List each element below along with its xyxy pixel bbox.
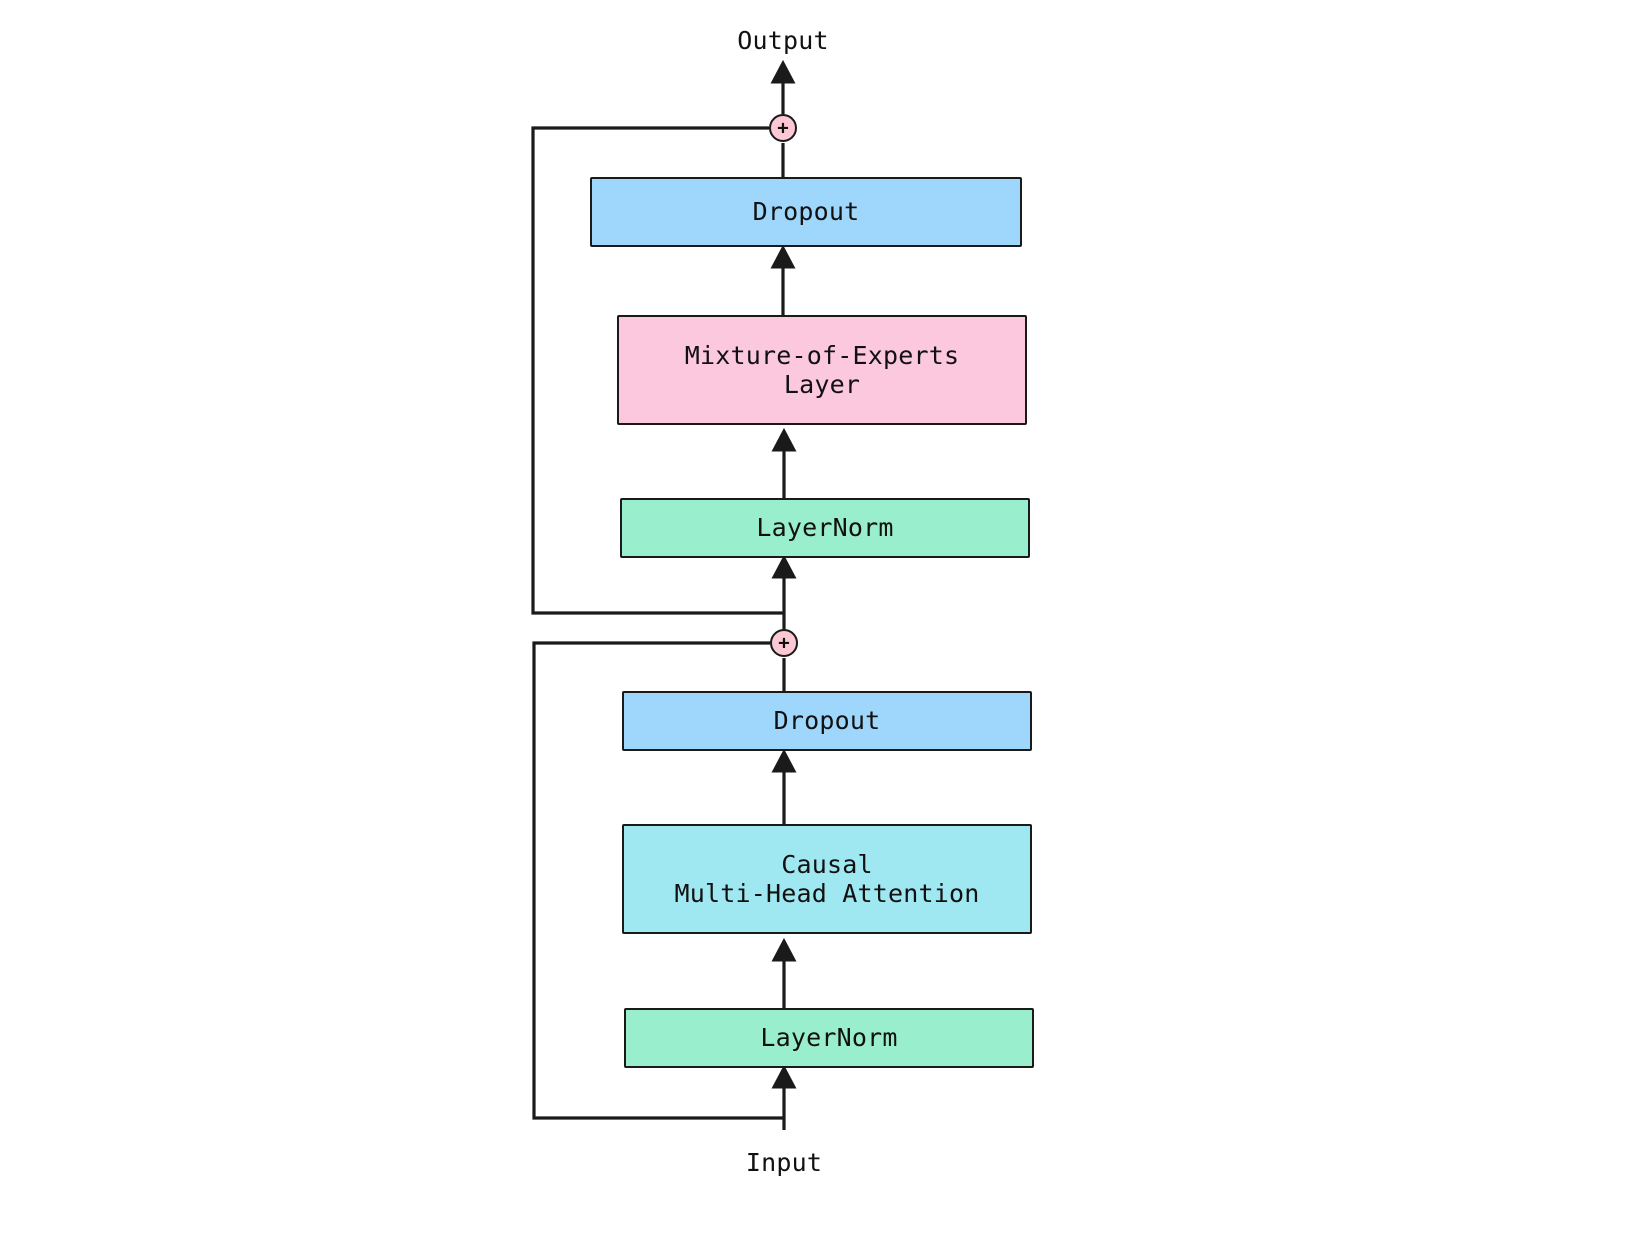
plus-icon: + (778, 631, 790, 654)
node-layernorm-moe[interactable]: LayerNorm (620, 498, 1030, 558)
output-label: Output (737, 26, 829, 55)
node-layernorm-moe-label: LayerNorm (756, 513, 894, 543)
residual-add-moe[interactable]: + (769, 114, 797, 142)
node-dropout-attn-label: Dropout (773, 706, 881, 736)
node-layernorm-attn-label: LayerNorm (760, 1023, 898, 1053)
node-dropout-moe-label: Dropout (752, 197, 860, 227)
node-moe-layer-label: Mixture-of-Experts Layer (684, 340, 960, 399)
node-dropout-attn[interactable]: Dropout (622, 691, 1032, 751)
residual-add-attn[interactable]: + (770, 629, 798, 657)
plus-icon: + (777, 116, 789, 139)
node-layernorm-attn[interactable]: LayerNorm (624, 1008, 1034, 1068)
node-causal-attention-label: Causal Multi-Head Attention (674, 849, 980, 908)
edge-residual-attn-skip (532, 641, 784, 1120)
node-causal-attention[interactable]: Causal Multi-Head Attention (622, 824, 1032, 934)
edge-residual-moe-skip (531, 126, 784, 615)
input-label: Input (745, 1148, 823, 1177)
node-moe-layer[interactable]: Mixture-of-Experts Layer (617, 315, 1027, 425)
node-dropout-moe[interactable]: Dropout (590, 177, 1022, 247)
